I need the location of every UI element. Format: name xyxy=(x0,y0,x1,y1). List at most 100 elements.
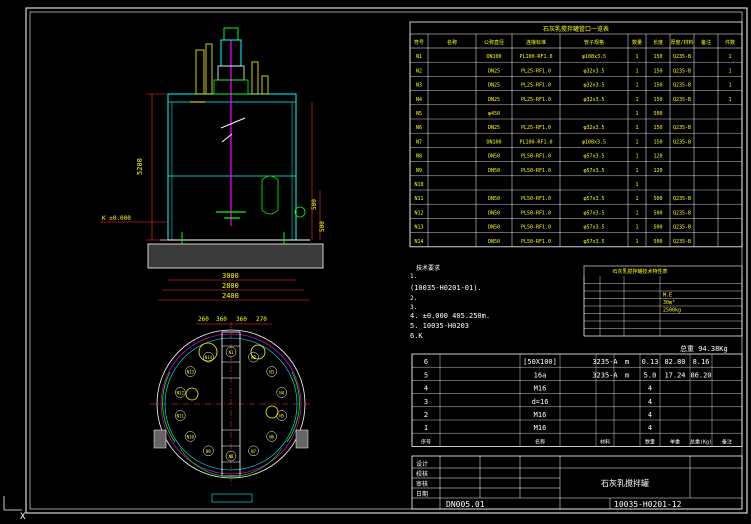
nozzle-table-header: 厚度/材料 xyxy=(670,39,693,46)
bom-cell: M16 xyxy=(534,411,547,419)
elevation-dim-right-1: 500 xyxy=(311,199,318,210)
nozzle-tag-label: N9 xyxy=(206,449,211,454)
note-line-4: 3. xyxy=(410,304,417,311)
nozzle-table-cell: DN50 xyxy=(488,196,500,202)
nozzle-table-cell: PL25-RF1.0 xyxy=(521,125,551,131)
nozzle-table-cell: φ57x3.5 xyxy=(583,210,604,216)
note-line-5: 4. ±0.000 405.250m. xyxy=(410,312,490,320)
nozzle-table-cell: 500 xyxy=(653,239,662,245)
nozzle-tag-label: N14 xyxy=(205,355,213,360)
nozzle-table-cell: 1 xyxy=(635,210,638,216)
nozzle-table-cell: φ57x3.5 xyxy=(583,154,604,160)
nozzle-table-header: 件数 xyxy=(725,39,735,46)
bom-header: 序号 xyxy=(421,438,431,445)
nozzle-table-cell: PL50-RF1.0 xyxy=(521,196,551,202)
nozzle-table-cell: φ108x3.5 xyxy=(582,139,606,145)
nozzle-table-cell: N11 xyxy=(414,196,423,202)
nozzle-tag-circle xyxy=(185,431,196,442)
nozzle-table-cell: 120 xyxy=(653,168,662,174)
nozzle-table-cell: φ57x3.5 xyxy=(583,239,604,245)
note-line-6: 5. 10035-H0203 xyxy=(410,322,469,330)
title-block xyxy=(411,455,743,510)
nozzle-table-cell: 1 xyxy=(635,68,638,74)
nozzle-table-cell: Q235-B xyxy=(673,210,691,216)
bom-cell: 82.80 xyxy=(664,358,685,366)
nozzle-table-cell: φ32x3.5 xyxy=(583,68,604,74)
nozzle-table-cell: φ32x3.5 xyxy=(583,97,604,103)
elevation-dim-right-2: 500 xyxy=(319,221,326,232)
nozzle-table-cell: PL50-RF1.0 xyxy=(521,168,551,174)
nozzle-table-cell: DN50 xyxy=(488,168,500,174)
total-weight: 总重 94.38Kg xyxy=(680,344,728,353)
nozzle-table-cell: 1 xyxy=(728,54,731,60)
nozzle-tag-circle xyxy=(185,366,196,377)
bom-header: 数量 xyxy=(645,438,655,445)
ucs-x-label: X xyxy=(20,512,26,522)
nozzle-table-cell: DN100 xyxy=(486,54,501,60)
nozzle-table-cell: DN50 xyxy=(488,225,500,231)
drawing-ref-no: DN005.01 xyxy=(446,500,485,509)
drawing-name: 石灰乳搅拌罐 xyxy=(601,478,649,488)
bom-cell: 4 xyxy=(424,385,428,393)
nozzle-table-cell: φ32x3.5 xyxy=(583,83,604,89)
nozzle-tag-circle xyxy=(225,450,237,462)
bom-cell: m xyxy=(625,358,629,366)
nozzle-table-header: 长度 xyxy=(653,39,663,46)
nozzle-table-cell: 1 xyxy=(635,83,638,89)
nozzle-table-cell: DN25 xyxy=(488,97,500,103)
nozzle-table-cell: 1 xyxy=(635,54,638,60)
nozzle-table-cell: 1 xyxy=(635,168,638,174)
nozzle-table-cell: 1 xyxy=(728,68,731,74)
nozzle-table-cell: Q235-B xyxy=(673,239,691,245)
nozzle-table-header: 管子规格 xyxy=(584,39,604,46)
plan-dim-1: 260 xyxy=(198,316,209,323)
nozzle-tag-circle xyxy=(266,431,277,442)
title-label-review: 审核 xyxy=(416,480,428,488)
nozzle-tag-label: N10 xyxy=(187,434,195,439)
bom-cell: 16a xyxy=(534,371,547,379)
nozzle-tag-circle xyxy=(276,387,287,398)
ucs-icon xyxy=(3,496,22,511)
nozzle-table-cell: 150 xyxy=(653,97,662,103)
nozzle-table-cell: N5 xyxy=(416,111,422,117)
nozzle-table-header: 连接标准 xyxy=(526,39,546,46)
title-label-date: 日期 xyxy=(416,490,428,498)
nozzle-tag-circle xyxy=(248,351,259,363)
nozzle-table-cell: DN25 xyxy=(488,68,500,74)
nozzle-tag-label: N1 xyxy=(229,350,234,355)
bom-cell: 8.16 xyxy=(693,358,710,366)
plan-dim-2: 360 xyxy=(216,316,227,323)
nozzle-table-cell: Q235-B xyxy=(673,54,691,60)
nozzle-table-header: 公称直径 xyxy=(484,39,504,46)
note-line-7: 6.K xyxy=(410,332,423,340)
spec-table-cell: 30m³ xyxy=(663,300,675,306)
nozzle-table-cell: DN50 xyxy=(488,210,500,216)
nozzle-tag-circle xyxy=(203,445,214,457)
nozzle-table-cell: 500 xyxy=(653,210,662,216)
note-line-1: 1. xyxy=(410,273,417,280)
nozzle-tag-label: N12 xyxy=(177,390,185,395)
nozzle-table-title: 石灰乳搅拌罐管口一览表 xyxy=(543,25,609,33)
nozzle-table-cell: DN100 xyxy=(486,139,501,145)
bom-cell: 6 xyxy=(424,358,428,366)
nozzle-tag-label: N7 xyxy=(251,449,256,454)
nozzle-tag-circle xyxy=(276,410,287,421)
elevation-dim-width-3: 2400 xyxy=(222,292,239,300)
nozzle-table-cell: PL100-RF1.0 xyxy=(519,139,552,145)
nozzle-tag-label: N8 xyxy=(229,454,234,459)
nozzle-table-cell: 150 xyxy=(653,139,662,145)
nozzle-table-cell: φ32x3.5 xyxy=(583,125,604,131)
nozzle-table-cell: N7 xyxy=(416,139,422,145)
nozzle-table-cell: Q235-B xyxy=(673,139,691,145)
plan-dim-3: 360 xyxy=(236,316,247,323)
nozzle-table-cell: DN50 xyxy=(488,239,500,245)
title-label-check: 校核 xyxy=(416,470,428,478)
bom-header: 总重(Kg) xyxy=(690,438,712,445)
bom-cell: 4 xyxy=(648,424,652,432)
nozzle-table-header: 备注 xyxy=(701,39,711,46)
nozzle-table-cell: DN50 xyxy=(488,154,500,160)
nozzle-table-cell: N9 xyxy=(416,168,422,174)
nozzle-table-cell: N10 xyxy=(414,182,423,188)
elevation-view xyxy=(100,27,324,301)
